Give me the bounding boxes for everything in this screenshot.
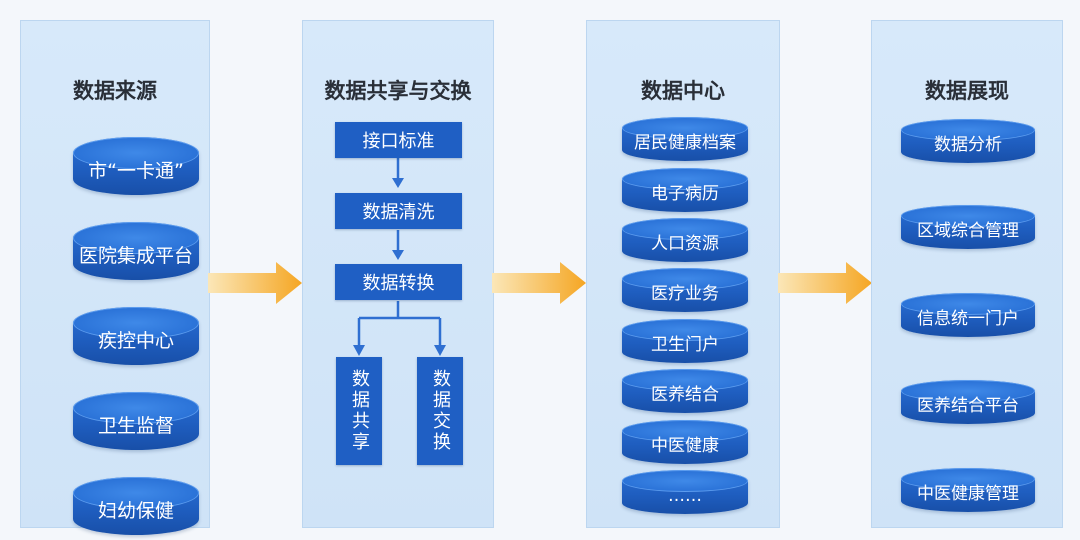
display-elderly-platform-cylinder: 医养结合平台 [901, 380, 1035, 424]
center-health-portal-cylinder: 卫生门户 [622, 319, 748, 363]
center-label: 医养结合 [651, 385, 719, 405]
source-health-supervision-cylinder: 卫生监督 [73, 392, 199, 450]
source-label: 卫生监督 [97, 415, 174, 437]
flow-arrow-icon [208, 262, 302, 304]
branch-data-exchange: 数据交换 [417, 357, 463, 465]
panel-data-sources: 数据来源 市“一卡通” 医院集成平台 疾控中心 卫生监督 妇幼保健 [20, 20, 210, 535]
panel-title-data-sources: 数据来源 [73, 79, 157, 103]
center-label: 人口资源 [651, 234, 719, 254]
display-label: 医养结合平台 [917, 396, 1019, 416]
source-hospital-platform-cylinder: 医院集成平台 [73, 222, 199, 280]
center-tcm-health-cylinder: 中医健康 [622, 420, 748, 464]
source-label: 市“一卡通” [88, 160, 184, 182]
source-label: 妇幼保健 [97, 500, 174, 522]
panel-title-data-exchange: 数据共享与交换 [324, 79, 472, 103]
center-label: 居民健康档案 [634, 133, 736, 153]
center-medical-business-cylinder: 医疗业务 [622, 268, 748, 312]
display-label: 信息统一门户 [917, 309, 1019, 329]
source-maternal-child-cylinder: 妇幼保健 [73, 477, 199, 535]
step-data-conversion: 数据转换 [335, 264, 462, 300]
source-cdc-cylinder: 疾控中心 [73, 307, 199, 365]
branch-data-sharing: 数据共享 [336, 357, 382, 465]
center-label: 电子病历 [651, 184, 719, 204]
source-label: 医院集成平台 [78, 245, 193, 267]
center-population-cylinder: 人口资源 [622, 218, 748, 262]
exchange-connector-lines [353, 158, 446, 356]
display-tcm-management-cylinder: 中医健康管理 [901, 468, 1035, 512]
center-emr-cylinder: 电子病历 [622, 168, 748, 212]
center-label: …… [668, 486, 702, 506]
display-portal-cylinder: 信息统一门户 [901, 293, 1035, 337]
source-label: 疾控中心 [97, 330, 174, 352]
display-label: 数据分析 [934, 135, 1002, 155]
panel-data-display: 数据展现 [871, 20, 1063, 528]
center-health-record-cylinder: 居民健康档案 [622, 117, 748, 161]
center-label: 卫生门户 [651, 335, 719, 355]
center-elderly-care-cylinder: 医养结合 [622, 369, 748, 413]
display-label: 中医健康管理 [917, 484, 1019, 504]
step-interface-standard: 接口标准 [335, 122, 462, 158]
panel-title-data-center: 数据中心 [641, 79, 725, 103]
center-label: 中医健康 [651, 436, 719, 456]
panel-title-data-display: 数据展现 [925, 79, 1009, 103]
center-more-cylinder: …… [622, 470, 748, 514]
display-analysis-cylinder: 数据分析 [901, 119, 1035, 163]
flow-arrow-icon [492, 262, 586, 304]
display-label: 区域综合管理 [917, 221, 1019, 241]
center-label: 医疗业务 [651, 284, 719, 304]
step-data-cleaning: 数据清洗 [335, 193, 462, 229]
source-city-card-cylinder: 市“一卡通” [73, 137, 199, 195]
flow-arrow-icon [778, 262, 872, 304]
display-regional-management-cylinder: 区域综合管理 [901, 205, 1035, 249]
